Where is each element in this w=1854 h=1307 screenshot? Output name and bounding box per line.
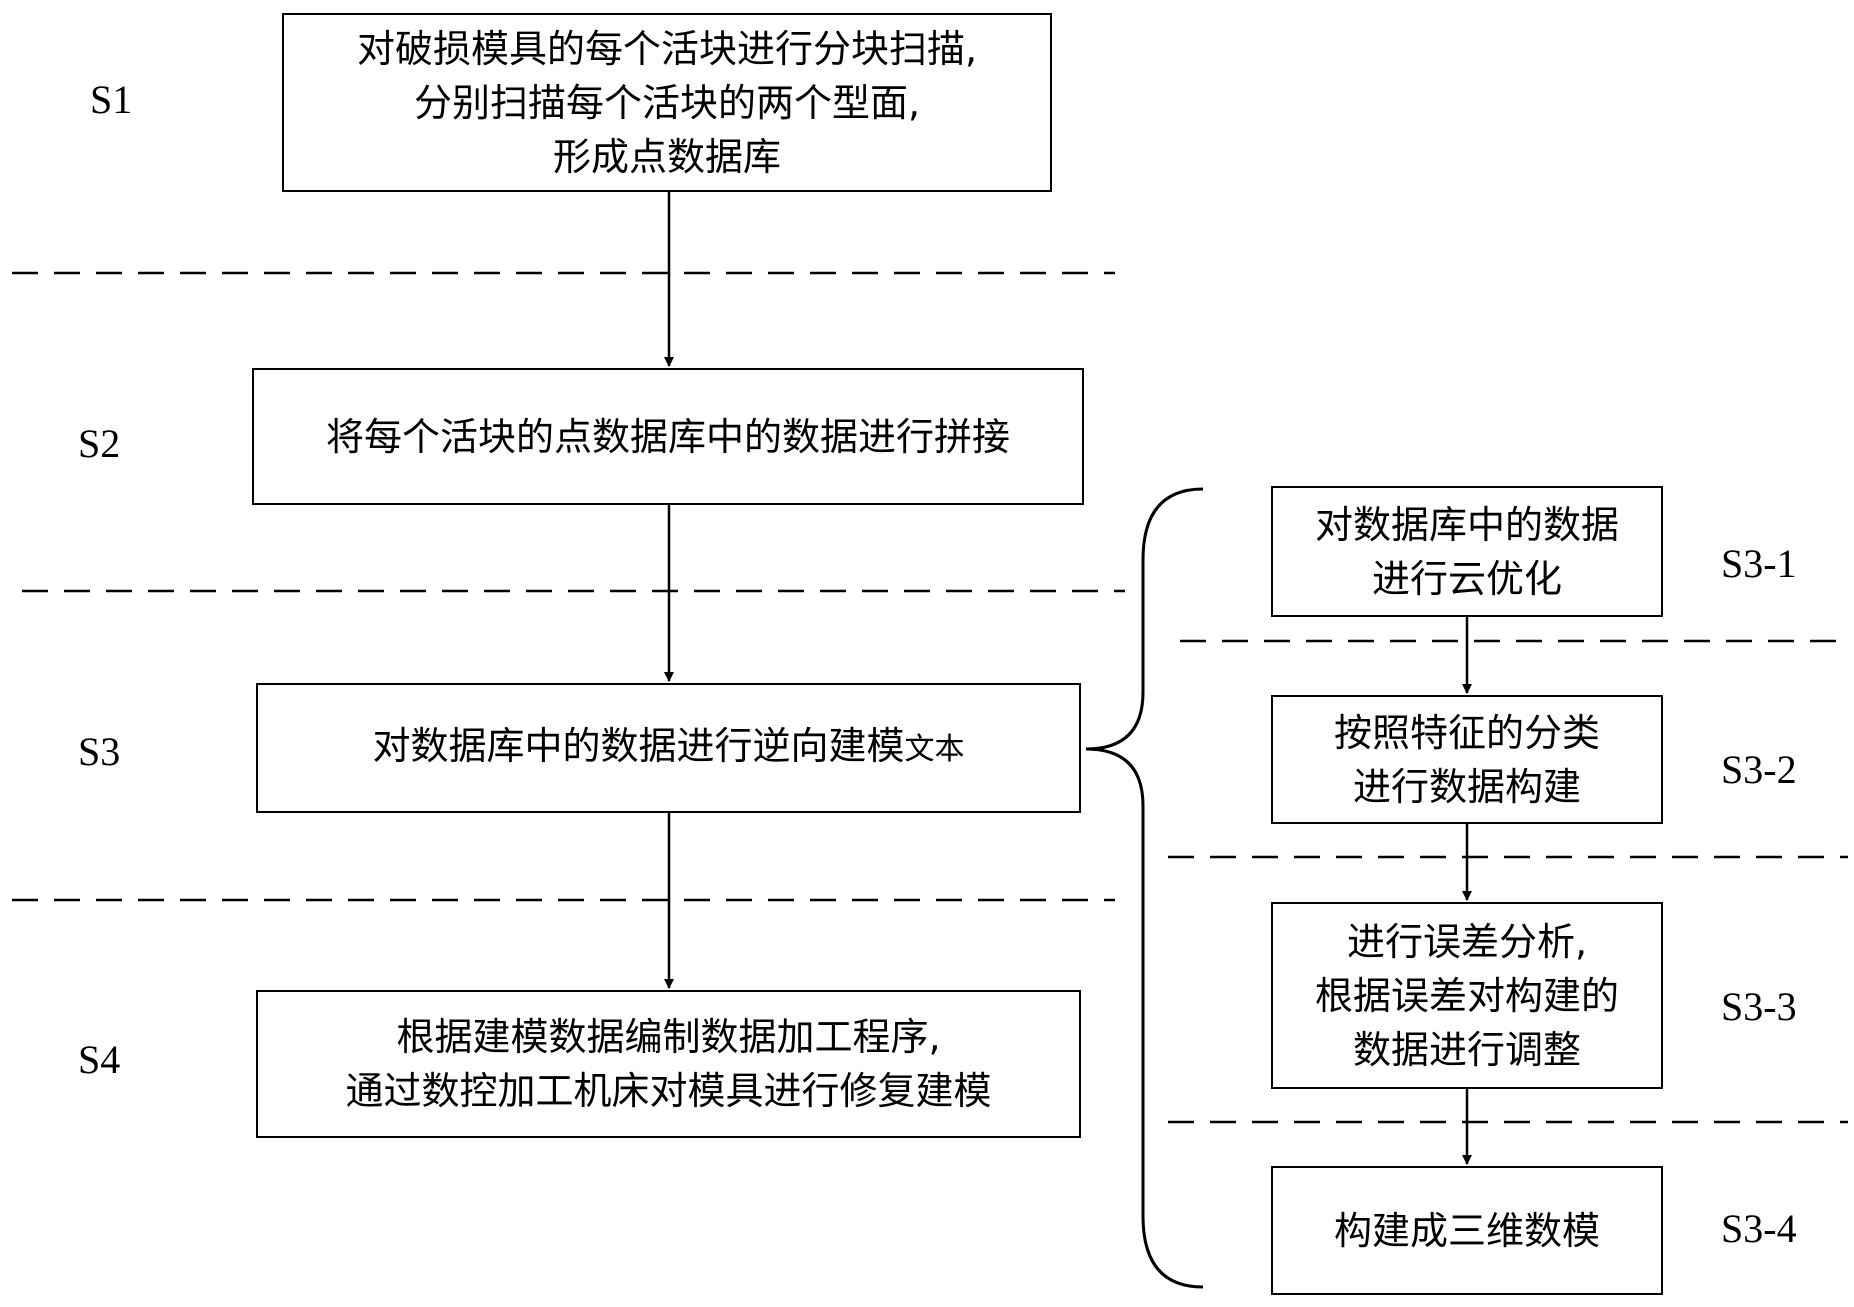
substep-s3-1-line-2: 进行云优化 xyxy=(1371,556,1562,601)
substep-s3-2-label: S3-2 xyxy=(1721,747,1797,792)
substep-s3-3-line-1: 进行误差分析, xyxy=(1346,919,1588,964)
step-s3-text: 对数据库中的数据进行逆向建模 xyxy=(372,724,905,768)
step-s4-box: 根据建模数据编制数据加工程序, 通过数控加工机床对模具进行修复建模 xyxy=(256,990,1081,1138)
step-s1-line-2: 分别扫描每个活块的两个型面, xyxy=(413,80,921,125)
substep-s3-4-box: 构建成三维数模 xyxy=(1271,1166,1663,1295)
substep-s3-2-box: 按照特征的分类 进行数据构建 xyxy=(1271,695,1663,824)
step-s1-line-1: 对破损模具的每个活块进行分块扫描, xyxy=(356,26,978,71)
expansion-brace xyxy=(1085,487,1204,1289)
substep-s3-2-line-1: 按照特征的分类 xyxy=(1333,710,1600,755)
step-s1-box: 对破损模具的每个活块进行分块扫描, 分别扫描每个活块的两个型面, 形成点数据库 xyxy=(282,13,1052,192)
step-s4-line-2: 通过数控加工机床对模具进行修复建模 xyxy=(345,1069,992,1113)
step-s1-line-3: 形成点数据库 xyxy=(552,134,781,179)
step-s3-box: 对数据库中的数据进行逆向建模文本 xyxy=(256,683,1081,813)
substep-s3-3-label: S3-3 xyxy=(1721,984,1797,1029)
step-s1-label: S1 xyxy=(90,77,133,122)
step-s3-suffix: 文本 xyxy=(904,732,965,767)
substep-s3-3-line-3: 数据进行调整 xyxy=(1352,1027,1581,1072)
substep-s3-1-box: 对数据库中的数据 进行云优化 xyxy=(1271,486,1663,617)
substep-s3-1-line-1: 对数据库中的数据 xyxy=(1314,502,1619,547)
step-s2-box: 将每个活块的点数据库中的数据进行拼接 xyxy=(252,368,1084,505)
substep-s3-4-line-1: 构建成三维数模 xyxy=(1333,1208,1600,1253)
substep-s3-3-line-2: 根据误差对构建的 xyxy=(1314,973,1619,1018)
step-s3-label: S3 xyxy=(78,729,121,774)
substep-s3-4-label: S3-4 xyxy=(1721,1206,1797,1251)
substep-s3-1-label: S3-1 xyxy=(1721,541,1797,586)
step-s2-line-1: 将每个活块的点数据库中的数据进行拼接 xyxy=(325,414,1010,459)
step-s2-label: S2 xyxy=(78,421,121,466)
step-s4-label: S4 xyxy=(78,1037,121,1082)
step-s4-line-1: 根据建模数据编制数据加工程序, xyxy=(396,1015,941,1059)
substep-s3-3-box: 进行误差分析, 根据误差对构建的 数据进行调整 xyxy=(1271,902,1663,1089)
step-s3-line-1: 对数据库中的数据进行逆向建模文本 xyxy=(372,719,964,777)
substep-s3-2-line-2: 进行数据构建 xyxy=(1352,764,1581,809)
